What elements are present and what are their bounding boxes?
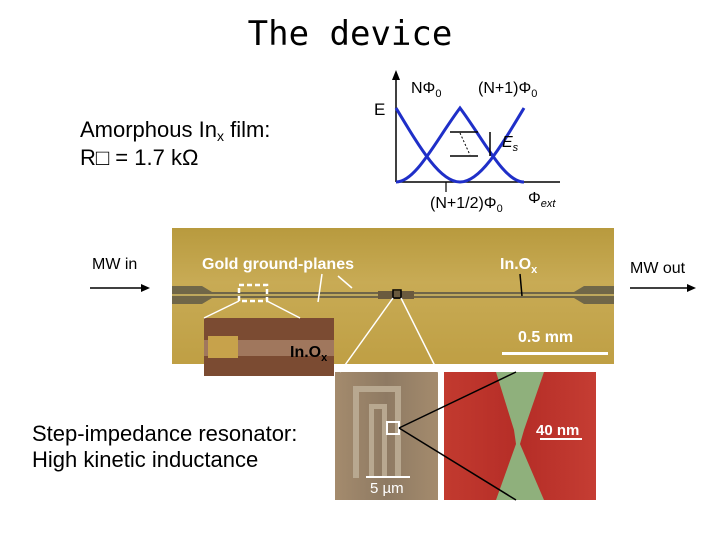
energy-curve-lower xyxy=(394,107,526,184)
connector-sem-b xyxy=(398,427,517,501)
scale-um-label: 5 µm xyxy=(370,480,404,497)
scale-bar-nm xyxy=(540,438,582,440)
inox-segment xyxy=(378,291,414,299)
inox-top-label: In.Ox xyxy=(500,256,538,277)
sem-nanowire-image xyxy=(444,372,596,500)
sem-resonator-image xyxy=(335,372,438,500)
scale-bar-um xyxy=(366,476,410,478)
n-phi-label: NΦ0 xyxy=(411,80,442,101)
connector-center-b xyxy=(400,297,439,373)
nanowire-strip xyxy=(496,372,544,500)
connector-center-a xyxy=(339,297,394,373)
scale-nm-label: 40 nm xyxy=(536,422,580,439)
energy-axis-label: E xyxy=(374,100,386,119)
sheet-resistance: R□ = 1.7 kΩ xyxy=(80,145,199,170)
mw-out-arrowhead xyxy=(687,284,696,292)
phi-ext-label: Φext xyxy=(528,190,556,211)
energy-band-diagram xyxy=(392,70,560,192)
film-subscript: x xyxy=(216,128,224,144)
connector-left-b xyxy=(266,300,301,319)
gold-pointer-a xyxy=(317,273,323,303)
page-title: The device xyxy=(247,14,453,54)
n1-phi-label: (N+1)Φ0 xyxy=(478,80,538,101)
mw-in-arrowhead xyxy=(141,284,150,292)
resonator-line2: High kinetic inductance xyxy=(32,447,259,472)
inset-left xyxy=(204,318,334,376)
scale-bar-mm xyxy=(502,352,608,355)
es-label: Es xyxy=(502,134,519,155)
y-axis-arrow xyxy=(392,70,400,80)
film-line1: Amorphous In xyxy=(80,117,217,142)
gold-pointer-b xyxy=(337,275,353,289)
zoom-marker-left xyxy=(237,283,269,303)
mw-out-label: MW out xyxy=(630,260,686,277)
gold-label: Gold ground-planes xyxy=(202,256,354,273)
inset-pad xyxy=(208,336,238,358)
half-flux-label: (N+1/2)Φ0 xyxy=(430,195,503,216)
mw-in-label: MW in xyxy=(92,256,138,273)
connector-left-a xyxy=(203,300,240,319)
inox-pointer xyxy=(519,273,523,297)
inox-left-label: In.Ox xyxy=(290,344,328,365)
connector-sem-a xyxy=(398,371,517,429)
gap-diagonal xyxy=(459,132,471,156)
energy-curve-upper xyxy=(395,105,525,184)
zoom-marker-sem xyxy=(386,421,400,435)
scale-mm-label: 0.5 mm xyxy=(518,329,574,346)
zoom-marker-center xyxy=(392,289,402,299)
film-description: Amorphous InOx film: xyxy=(80,117,271,144)
resonator-line1: Step-impedance resonator: xyxy=(32,421,298,446)
